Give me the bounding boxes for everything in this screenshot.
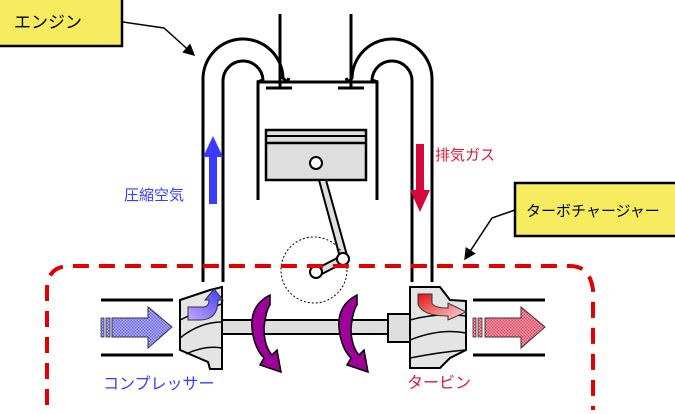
rotation-arrow-right	[338, 293, 369, 374]
exhaust-outflow-arrow	[472, 305, 546, 350]
turbocharger-callout-label: ターボチャージャー	[526, 202, 660, 220]
compressed-air-arrow	[203, 136, 223, 204]
intake-air-arrow	[100, 305, 173, 350]
piston	[264, 128, 368, 182]
engine-leader-line	[122, 21, 196, 57]
crank-circle	[280, 236, 348, 304]
turbocharger-leader-line	[464, 209, 516, 261]
exhaust-gas-label: 排気ガス	[435, 146, 495, 164]
compressor-label: コンプレッサー	[103, 374, 215, 393]
turbocharger-boundary	[45, 264, 595, 410]
exhaust-pipe	[346, 37, 434, 282]
turbine-label: タービン	[407, 373, 471, 392]
crank-pin	[336, 252, 350, 266]
rotation-arrow-left	[251, 293, 282, 374]
turbine-exhaust-duct	[473, 298, 545, 357]
turbocharger-callout-box	[513, 181, 675, 238]
cylinder	[256, 77, 379, 200]
compressor-intake-duct	[101, 298, 173, 357]
compressor-wheel	[179, 285, 225, 370]
engine-callout-label: エンジン	[14, 13, 82, 33]
turbocharger-callout: ターボチャージャー	[464, 181, 675, 261]
intake-valve	[266, 14, 292, 90]
exhaust-gas-arrow	[410, 144, 430, 212]
engine-callout: エンジン	[0, 0, 196, 57]
turbine-wheel	[409, 286, 468, 369]
turbine-hub	[387, 313, 412, 343]
exhaust-valve	[338, 14, 364, 90]
turbo-shaft	[221, 319, 391, 335]
compressed-air-label: 圧縮空気	[124, 186, 184, 204]
engine-callout-box	[0, 0, 124, 48]
piston-pin	[309, 156, 323, 170]
